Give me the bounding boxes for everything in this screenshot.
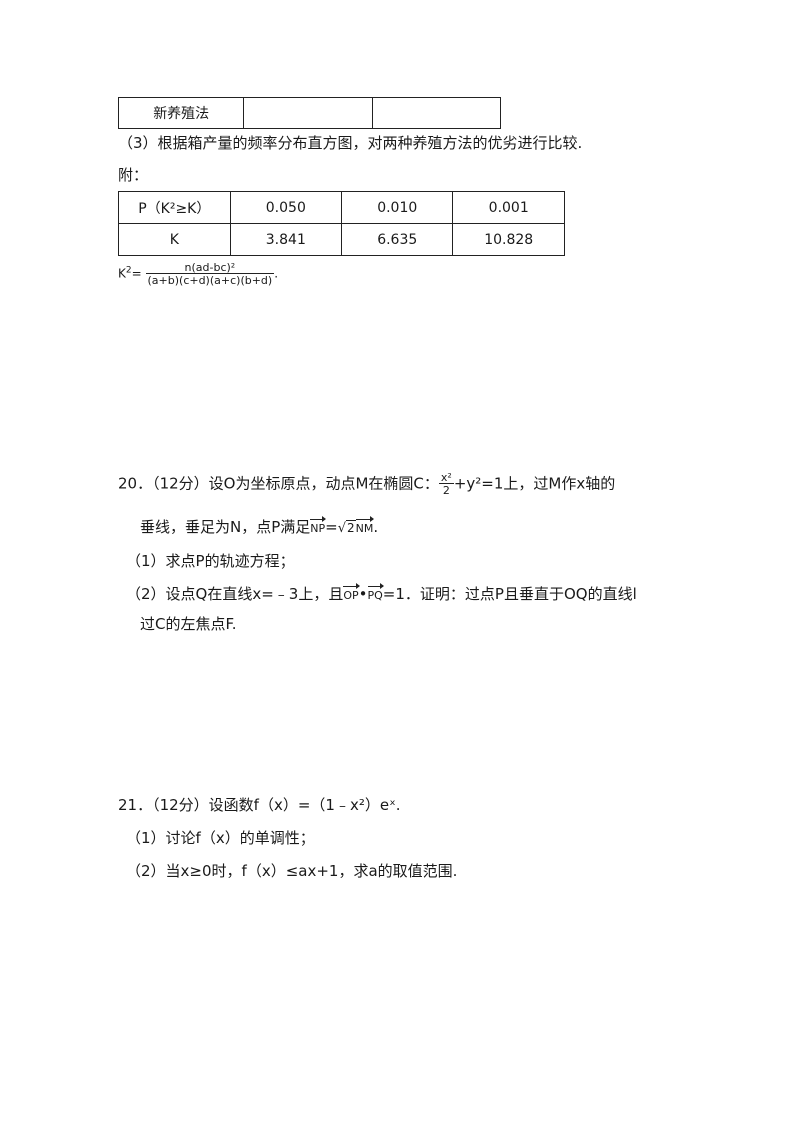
breeding-table-row-label: 新养殖法 bbox=[117, 97, 245, 129]
k-table-cell: 10.828 bbox=[452, 223, 565, 256]
question-20-line2: 垂线，垂足为N，点P满足NP=√2NM. bbox=[140, 516, 379, 536]
k-table-cell: 6.635 bbox=[341, 223, 454, 256]
k-table-header-k: K bbox=[118, 223, 231, 256]
k-table-cell: 0.050 bbox=[229, 191, 343, 224]
question-20-part1: （1）求点P的轨迹方程； bbox=[126, 552, 295, 570]
k-table-cell: 3.841 bbox=[229, 223, 343, 256]
k-table-cell: 0.001 bbox=[452, 191, 565, 224]
k-square-table: P（K²≥K） 0.050 0.010 0.001 K 3.841 6.635 … bbox=[118, 191, 565, 256]
question-3-text: （3）根据箱产量的频率分布直方图，对两种养殖方法的优劣进行比较. bbox=[118, 134, 583, 152]
question-21-head: 21．（12分）设函数f（x）=（1﹣x²）eˣ. bbox=[118, 796, 401, 814]
question-21-part1: （1）讨论f（x）的单调性； bbox=[126, 829, 315, 847]
vector-nm: NM bbox=[355, 516, 375, 535]
appendix-label: 附： bbox=[118, 166, 149, 184]
breeding-table-cell bbox=[371, 97, 502, 129]
vector-op: OP bbox=[343, 583, 360, 602]
k-table-header-p: P（K²≥K） bbox=[118, 191, 231, 224]
formula-fraction: n(ad-bc)² (a+b)(c+d)(a+c)(b+d) bbox=[145, 261, 275, 287]
breeding-table-cell bbox=[243, 97, 373, 129]
vector-pq: PQ bbox=[367, 583, 385, 602]
k-square-formula: K2= n(ad-bc)² (a+b)(c+d)(a+c)(b+d) . bbox=[118, 261, 279, 287]
breeding-table: 新养殖法 bbox=[117, 97, 502, 129]
sqrt-expression: √2 bbox=[337, 520, 356, 536]
question-20-part2-cont: 过C的左焦点F. bbox=[140, 615, 237, 633]
vector-np: NP bbox=[310, 516, 327, 535]
k-table-cell: 0.010 bbox=[341, 191, 454, 224]
question-21-part2: （2）当x≥0时，f（x）≤ax+1，求a的取值范围. bbox=[126, 862, 458, 880]
question-20-part2: （2）设点Q在直线x=﹣3上，且OP•PQ=1．证明：过点P且垂直于OQ的直线l bbox=[126, 583, 637, 603]
